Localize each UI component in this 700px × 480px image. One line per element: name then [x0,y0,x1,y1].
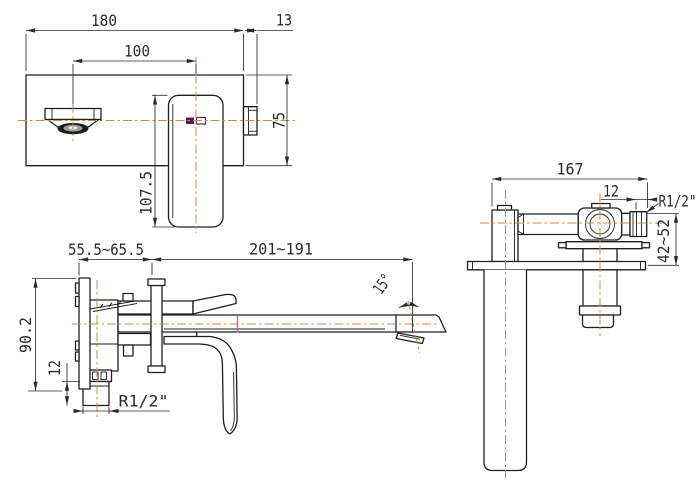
dim-installed-thread: R1/2" [659,192,697,211]
installed-dimensions: 167 12 R1/2" 42~52 [491,160,697,266]
dim-front-plate-height: 75 [270,112,289,129]
dim-side-inlet-length: 12 [45,360,64,376]
dim-front-handle-length: 107.5 [137,171,156,215]
dim-side-wall-depth: 55.5~65.5 [68,240,144,259]
handle-blade [163,335,238,435]
spout-outlet [44,107,102,135]
dim-side-spout-angle: 15° [369,270,396,297]
dim-side-body-height: 90.2 [16,317,35,353]
dim-front-spout-to-handle: 100 [124,42,150,61]
side-geometry [74,277,447,435]
front-centerlines [18,57,295,233]
side-view: 55.5~65.5 201~191 90.2 12 R1/2" 15° [16,240,447,435]
spout-aerator [395,332,425,345]
front-view: 180 13 100 107.5 75 [18,11,295,233]
escutcheon-flange [147,278,166,374]
side-dimensions: 55.5~65.5 201~191 90.2 12 R1/2" 15° [16,240,419,414]
dim-side-inlet-thread: R1/2" [119,392,169,411]
spout-tip [395,314,447,333]
handle-lever-tip [192,293,237,315]
dim-front-total-width: 180 [91,11,117,30]
body-tube [517,213,579,236]
installed-centerlines [480,190,668,478]
installed-view: 167 12 R1/2" 42~52 [466,160,697,478]
side-centerlines [72,280,440,420]
installed-geometry [466,202,651,472]
wall-plate-edge [466,260,647,271]
lower-bar [117,332,152,346]
wall-mount-plate [74,277,91,390]
dim-installed-mount-depth: 42~52 [654,219,673,263]
dim-installed-body-length: 167 [557,160,584,179]
front-dimensions: 180 13 100 107.5 75 [25,11,293,228]
mount-flange [557,241,651,263]
thread-connector [621,211,648,238]
cartridge-detail [89,300,138,312]
dim-side-spout-reach: 201~191 [249,240,313,259]
dim-front-side-offset: 13 [276,11,292,30]
dim-installed-thread-length: 12 [603,182,619,201]
